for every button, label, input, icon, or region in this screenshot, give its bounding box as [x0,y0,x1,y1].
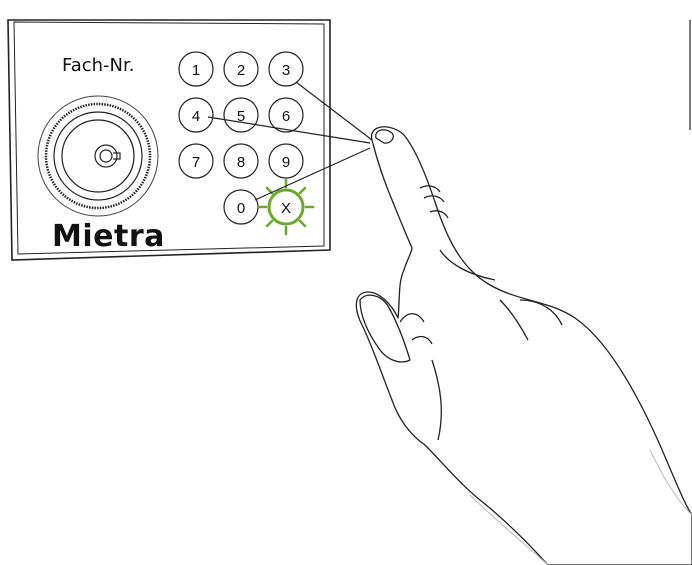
key-3[interactable]: 3 [268,51,304,87]
key-6-label: 6 [282,108,290,125]
motion-lines [207,81,373,201]
brand-logo: Mietra [52,219,165,254]
lock-icon [37,95,159,217]
key-0[interactable]: 0 [223,189,259,225]
key-5[interactable]: 5 [223,97,259,133]
key-1-label: 1 [192,62,200,79]
key-3-label: 3 [282,62,290,79]
keypad: 1 2 3 4 5 6 7 8 [178,51,305,226]
key-7-label: 7 [192,154,200,171]
key-x[interactable]: X [267,188,305,226]
key-5-label: 5 [237,108,245,125]
key-2[interactable]: 2 [223,51,259,87]
key-4[interactable]: 4 [178,97,214,133]
fach-nr-label: Fach-Nr. [62,55,134,76]
hand-illustration [355,126,692,565]
key-8-label: 8 [237,154,245,171]
key-4-label: 4 [192,108,200,125]
key-8[interactable]: 8 [223,143,259,179]
highlight-ring [267,188,305,226]
key-2-label: 2 [237,62,245,79]
key-9[interactable]: 9 [268,143,304,179]
wrist-fade [469,449,692,565]
key-6[interactable]: 6 [268,97,304,133]
key-9-label: 9 [282,154,290,171]
key-7[interactable]: 7 [178,143,214,179]
key-0-label: 0 [237,200,245,217]
key-1[interactable]: 1 [178,51,214,87]
key-x-label: X [281,200,291,217]
